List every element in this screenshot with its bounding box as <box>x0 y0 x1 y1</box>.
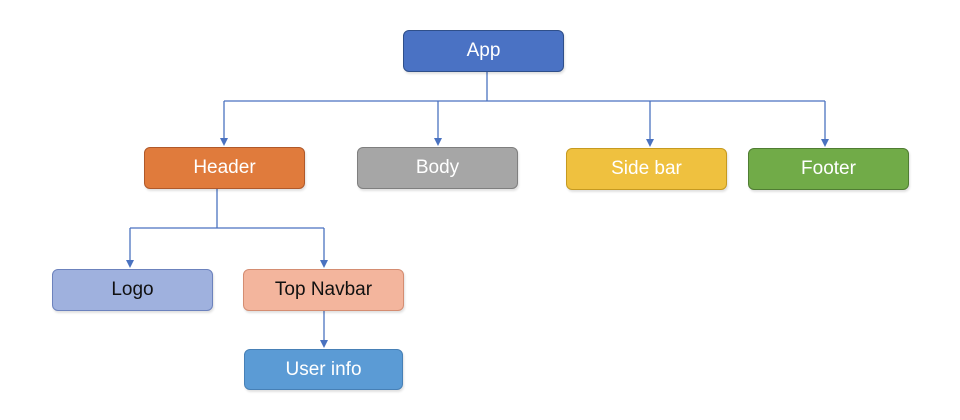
node-sidebar-label: Side bar <box>611 158 682 179</box>
node-body: Body <box>357 147 518 189</box>
node-logo-label: Logo <box>111 279 154 300</box>
node-footer: Footer <box>748 148 909 190</box>
node-app: App <box>403 30 564 72</box>
node-app-label: App <box>466 40 501 61</box>
node-footer-label: Footer <box>801 158 856 179</box>
node-user-info-label: User info <box>285 358 362 380</box>
node-logo: Logo <box>52 269 213 311</box>
node-body-label: Body <box>415 157 460 178</box>
node-header-label: Header <box>193 157 256 178</box>
node-top-navbar-label: Top Navbar <box>274 279 373 300</box>
node-user-info: User info <box>244 349 403 390</box>
node-header: Header <box>144 147 305 189</box>
node-top-navbar: Top Navbar <box>243 269 404 311</box>
node-sidebar: Side bar <box>566 148 727 190</box>
